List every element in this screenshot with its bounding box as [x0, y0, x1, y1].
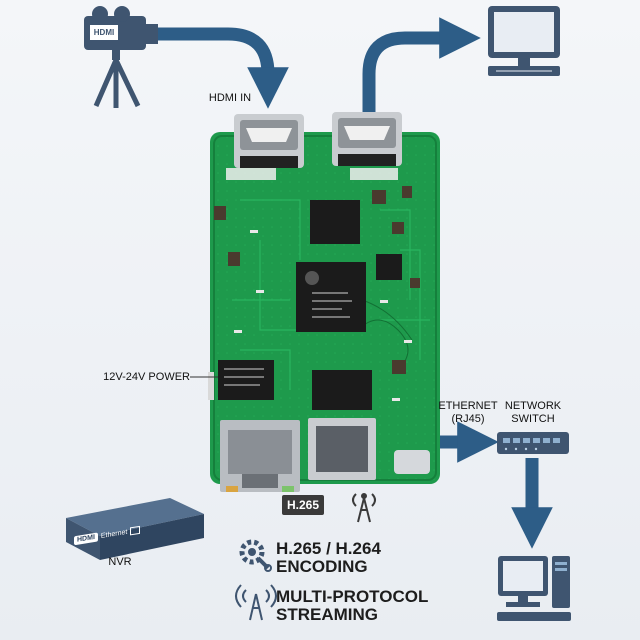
memory-chip [310, 200, 360, 244]
feature-encoding-line1: H.265 / H.264 [276, 539, 381, 558]
feature-encoding: H.265 / H.264 ENCODING [276, 540, 381, 576]
feature-streaming-line2: STREAMING [276, 605, 378, 624]
feature-streaming: MULTI-PROTOCOL STREAMING [276, 588, 428, 624]
streaming-antenna-icon [235, 584, 277, 621]
camera-hdmi-tag: HDMI [93, 28, 115, 37]
feature-encoding-line2: ENCODING [276, 557, 368, 576]
arrow-hdmi-out-to-monitor [362, 17, 481, 112]
feature-streaming-line1: MULTI-PROTOCOL [276, 587, 429, 606]
ethernet-label-line1: ETHERNET [438, 400, 498, 412]
soc-chip [296, 262, 366, 332]
antenna-icon [352, 493, 376, 523]
sd-card-slot [308, 418, 376, 480]
network-switch-label-line1: NETWORK [504, 400, 562, 412]
network-switch-label: NETWORK SWITCH [498, 400, 568, 426]
encoder-board [208, 112, 440, 492]
ethernet-phy-chip [218, 360, 274, 400]
desktop-computer-icon [497, 556, 571, 621]
hdmi-in-label: HDMI IN [208, 92, 252, 104]
power-connector [208, 372, 214, 400]
h265-badge: H.265 [282, 495, 324, 515]
network-switch-icon [497, 432, 569, 454]
video-camera-icon [84, 6, 158, 108]
gear-wrench-icon [239, 539, 272, 572]
nvr-hdmi-port-label: HDMI [74, 532, 98, 545]
usb-c-port [394, 450, 430, 474]
network-switch-label-line2: SWITCH [511, 413, 555, 425]
hdmi-out-port [332, 112, 402, 166]
power-label: 12V-24V POWER [103, 371, 190, 383]
flash-chip [312, 370, 372, 410]
ethernet-label: ETHERNET (RJ45) [432, 400, 504, 426]
nvr-ethernet-port-icon [130, 525, 141, 536]
hdmi-in-port [234, 114, 304, 168]
nvr-label: NVR [108, 556, 132, 568]
nvr-ethernet-port-label: Ethernet [100, 528, 128, 540]
arrow-camera-to-hdmi [158, 27, 289, 109]
ethernet-label-line2: (RJ45) [451, 413, 485, 425]
monitor-icon [488, 6, 560, 76]
rj45-port [220, 420, 300, 492]
